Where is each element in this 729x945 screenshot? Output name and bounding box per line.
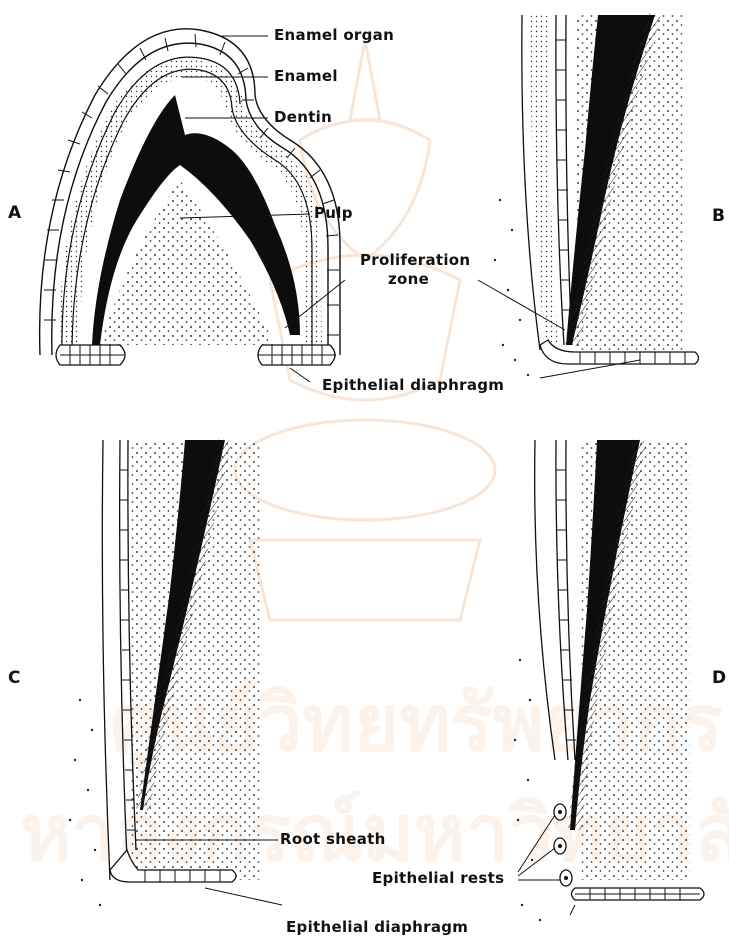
label-epithelial-diaphragm-bottom: Epithelial diaphragm	[286, 918, 468, 936]
panel-letter-c: C	[8, 668, 21, 688]
label-dentin: Dentin	[274, 108, 332, 126]
label-epithelial-rests: Epithelial rests	[372, 869, 504, 887]
panel-c	[69, 440, 282, 906]
panel-letter-a: A	[8, 203, 21, 223]
label-zone: zone	[388, 270, 429, 288]
panel-letter-d: D	[712, 668, 726, 688]
panel-letter-b: B	[712, 206, 725, 226]
label-proliferation: Proliferation	[360, 251, 470, 269]
label-enamel-organ: Enamel organ	[274, 26, 394, 44]
label-enamel: Enamel	[274, 67, 338, 85]
panel-b	[478, 15, 699, 378]
label-epithelial-diaphragm-top: Epithelial diaphragm	[322, 376, 504, 394]
label-pulp: Pulp	[314, 204, 353, 222]
label-root-sheath: Root sheath	[280, 830, 386, 848]
panel-d	[514, 440, 704, 921]
